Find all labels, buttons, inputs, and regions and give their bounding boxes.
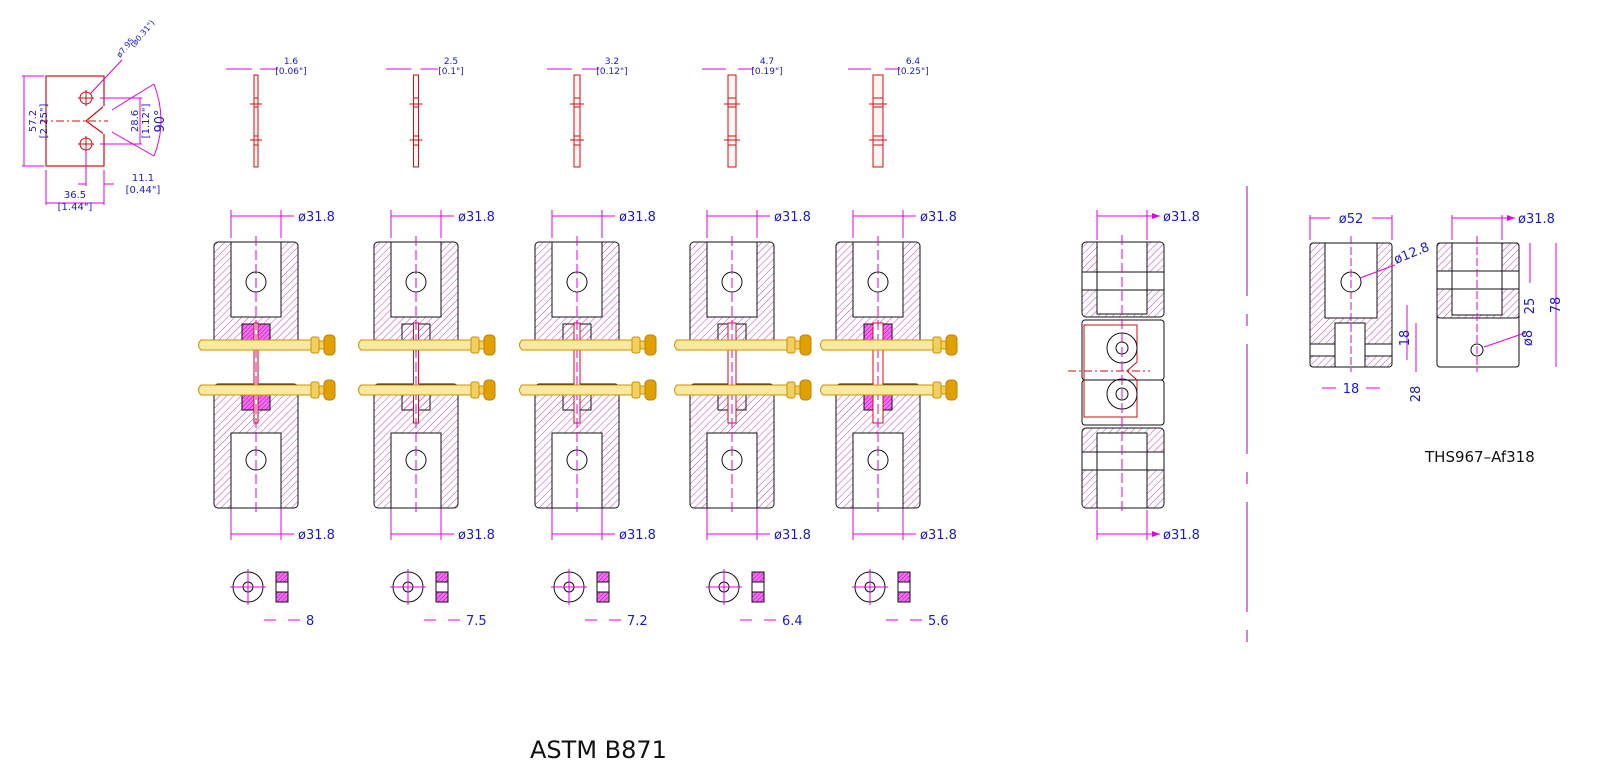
grip-column: 3.2[0.12"] ø31.8 ø31.8 7.2 (519, 57, 657, 629)
specimen-strip (872, 74, 884, 168)
grip-dia-top-label: ø31.8 (458, 210, 495, 225)
thickness-mm-label: 3.2 (605, 57, 619, 67)
notch-angle-label: 90° (153, 109, 168, 132)
grip-column: 4.7[0.19"] ø31.8 ø31.8 6.4 (674, 57, 812, 629)
specimen-width-in-label: [1.44"] (58, 202, 93, 213)
grip-dia-top-label: ø31.8 (298, 210, 335, 225)
spacer-thickness-label: 7.5 (466, 614, 487, 629)
drawing-number: THS967–Af318 (1424, 448, 1535, 466)
side-view-specimen (1083, 324, 1138, 418)
clamp-bolt (820, 379, 958, 401)
thickness-mm-label: 6.4 (906, 57, 921, 67)
grip-column: 2.5[0.1"] ø31.8 ø31.8 7.5 (358, 57, 496, 629)
overall-height-label: 78 (1549, 297, 1564, 314)
notch-depth-label: 11.1 (132, 173, 154, 184)
spacer-thickness-label: 5.6 (928, 614, 949, 629)
hole-dia-part-label: ø12.8 (1392, 240, 1432, 268)
slot-depth-label: 18 (1398, 330, 1413, 347)
thickness-in-label: [0.12"] (596, 67, 627, 77)
clamp-bolt (820, 334, 958, 356)
grip-dia-bottom-label: ø31.8 (920, 528, 957, 543)
grip-column: 1.6[0.06"] ø31.8 ø31.8 8 (198, 57, 336, 629)
grip-dia-bottom-label: ø31.8 (298, 528, 335, 543)
grip-dia-top-label: ø31.8 (774, 210, 811, 225)
grip-dia-bottom-label: ø31.8 (619, 528, 656, 543)
side-view-dia-top: ø31.8 (1163, 210, 1200, 225)
specimen-strip (253, 74, 259, 168)
specimen-detail: 57.2 [2.25"] 28.6 [1.12"] 90° 36.5 [1.44… (22, 18, 168, 213)
grip-dia-bottom-label: ø31.8 (774, 528, 811, 543)
clamp-bolt (674, 334, 812, 356)
thickness-mm-label: 2.5 (444, 57, 458, 67)
hole-dia-in-label: (ø0.31") (129, 18, 157, 49)
specimen-strip (413, 74, 419, 168)
grip-dia-top-label: ø31.8 (920, 210, 957, 225)
side-view: ø31.8 ø31.8 (1068, 210, 1200, 543)
specimen-width-label: 36.5 (64, 190, 86, 201)
drawing-title: ASTM B871 (530, 736, 667, 764)
hole-spacing-label: 28.6 (130, 110, 141, 132)
thickness-mm-label: 1.6 (284, 57, 299, 67)
part-detail-side: ø31.8 ø8 25 78 (1436, 212, 1564, 372)
specimen-strip (727, 74, 737, 168)
spacer-thickness-label: 8 (306, 614, 314, 629)
clamp-bolt (358, 334, 496, 356)
slot-height-label: 28 (1409, 386, 1424, 403)
thickness-in-label: [0.06"] (275, 67, 306, 77)
clamp-bolt (519, 334, 657, 356)
slot-width-label: 18 (1343, 382, 1360, 397)
notch-depth-in-label: [0.44"] (126, 185, 161, 196)
side-view-dia-bottom: ø31.8 (1163, 528, 1200, 543)
thickness-in-label: [0.25"] (897, 67, 928, 77)
part-detail-front: ø52 ø12.8 18 18 28 (1309, 212, 1432, 403)
specimen-notch (85, 105, 105, 135)
clamp-bolt (674, 379, 812, 401)
specimen-thickness-columns: 1.6[0.06"] ø31.8 ø31.8 8 2.5[0.1"] ø31.8 ø31.8… (198, 57, 958, 629)
specimen-height-in-label: [2.25"] (39, 104, 50, 139)
specimen-strip (573, 74, 581, 168)
thickness-in-label: [0.19"] (751, 67, 782, 77)
specimen-height-label: 57.2 (28, 110, 39, 132)
upper-height-label: 25 (1523, 298, 1538, 315)
spacer-thickness-label: 7.2 (627, 614, 648, 629)
clamp-bolt (198, 379, 336, 401)
pin-dia-label: ø8 (1521, 330, 1536, 346)
thickness-in-label: [0.1"] (438, 67, 463, 77)
clamp-bolt (358, 379, 496, 401)
part-side-dia-label: ø31.8 (1518, 212, 1555, 227)
grip-dia-bottom-label: ø31.8 (458, 528, 495, 543)
clamp-bolt (198, 334, 336, 356)
hole-spacing-in-label: [1.12"] (141, 104, 152, 139)
outer-dia-label: ø52 (1339, 212, 1364, 227)
grip-column: 6.4[0.25"] ø31.8 ø31.8 5.6 (820, 57, 958, 629)
spacer-thickness-label: 6.4 (782, 614, 803, 629)
thickness-mm-label: 4.7 (760, 57, 774, 67)
grip-dia-top-label: ø31.8 (619, 210, 656, 225)
clamp-bolt (519, 379, 657, 401)
